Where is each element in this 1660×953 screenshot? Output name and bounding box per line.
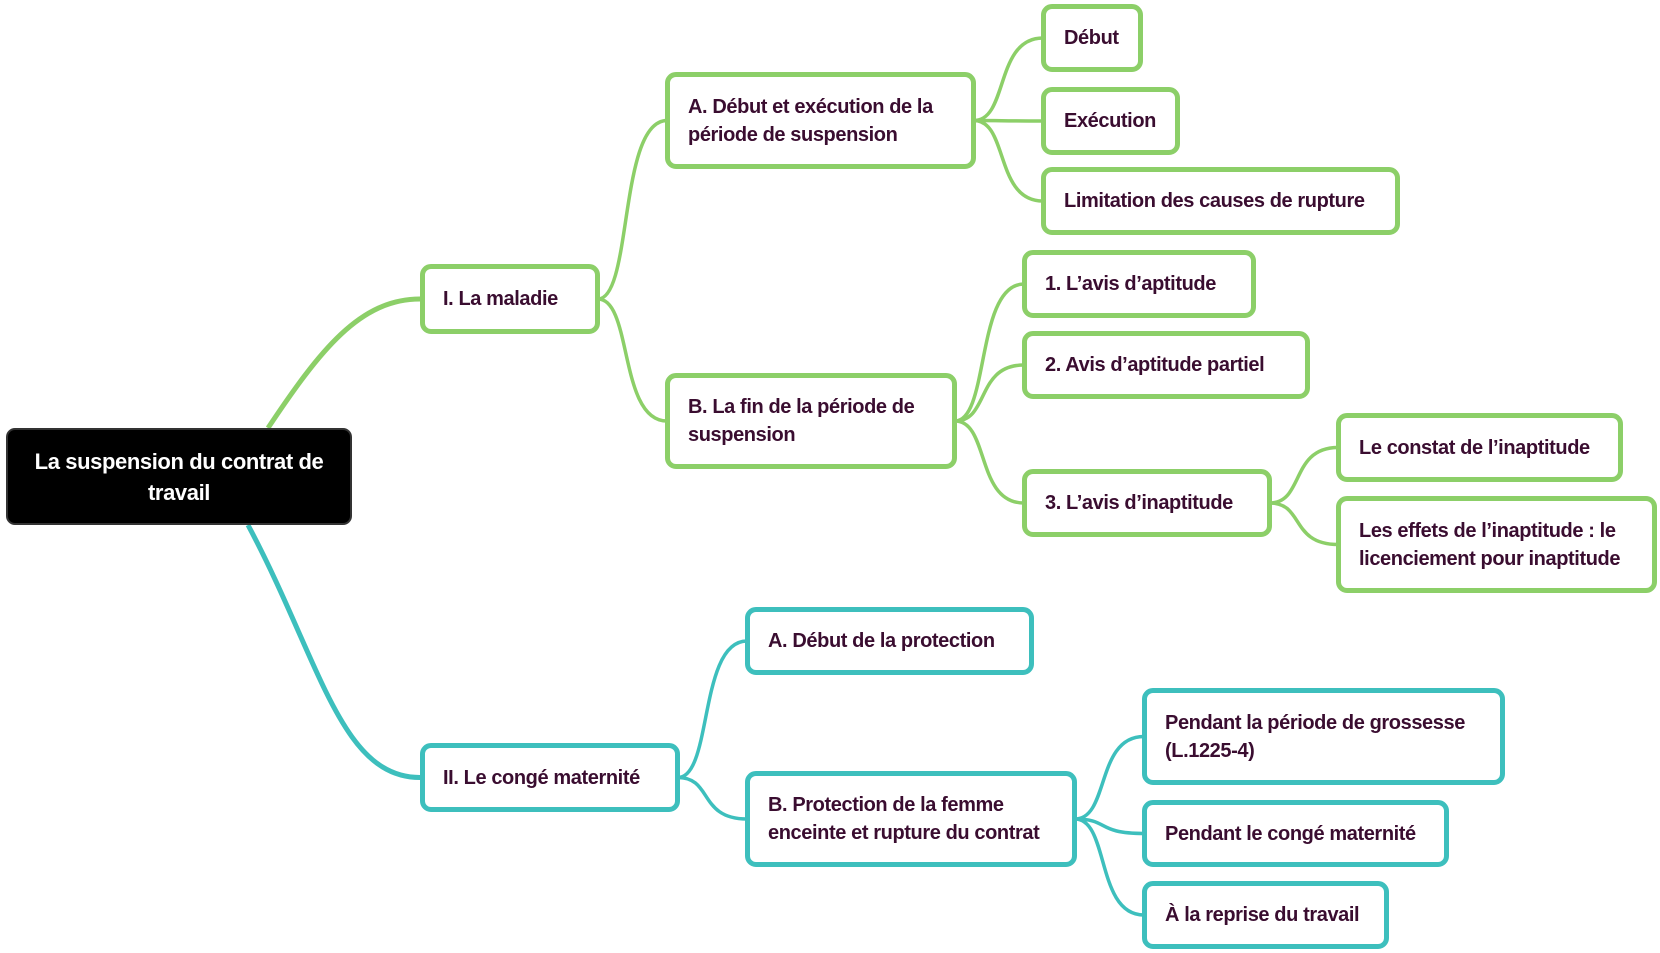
- connector-ia-ia1: [972, 36, 1045, 123]
- topic-fin-periode[interactable]: B. La fin de la période de suspension: [665, 373, 957, 469]
- topic-pendant-conge[interactable]: Pendant le congé maternité: [1142, 800, 1449, 867]
- connector-ii-iib: [676, 775, 749, 821]
- topic-debut[interactable]: Début: [1041, 4, 1143, 72]
- topic-effets-inaptitude[interactable]: Les effets de l’inaptitude : le licencie…: [1336, 496, 1657, 593]
- connector-i-ib: [596, 297, 669, 423]
- connector-i-ia: [596, 118, 669, 301]
- topic-la-maladie[interactable]: I. La maladie: [420, 264, 600, 334]
- topic-debut-protection[interactable]: A. Début de la protection: [745, 607, 1034, 675]
- connector-ib-ib2: [953, 363, 1026, 423]
- topic-avis-aptitude[interactable]: 1. L’avis d’aptitude: [1022, 250, 1256, 318]
- topic-protection-femme-enceinte[interactable]: B. Protection de la femme enceinte et ru…: [745, 771, 1077, 867]
- topic-reprise-travail[interactable]: À la reprise du travail: [1142, 881, 1389, 949]
- connector-ia-ia2: [972, 118, 1045, 123]
- connector-ib-ib3: [953, 419, 1026, 505]
- connector-iib-iib2: [1073, 817, 1146, 836]
- connector-iib-iib3: [1073, 817, 1146, 917]
- connector-iib-iib1: [1073, 734, 1146, 821]
- connector-ia-ia3: [972, 118, 1045, 203]
- connector-ib3-ib3a: [1268, 445, 1340, 505]
- topic-execution[interactable]: Exécution: [1041, 87, 1180, 155]
- connector-root-maladie: [265, 296, 421, 430]
- topic-debut-execution[interactable]: A. Début et exécution de la période de s…: [665, 72, 976, 169]
- topic-avis-inaptitude[interactable]: 3. L’avis d’inaptitude: [1022, 469, 1272, 537]
- connector-ii-iia: [676, 639, 749, 780]
- connector-root-maternite: [245, 523, 421, 780]
- topic-conge-maternite[interactable]: II. Le congé maternité: [420, 743, 680, 812]
- root-topic[interactable]: La suspension du contrat de travail: [6, 428, 352, 525]
- connector-ib-ib1: [953, 282, 1026, 423]
- topic-limitation-causes-rupture[interactable]: Limitation des causes de rupture: [1041, 167, 1400, 235]
- topic-constat-inaptitude[interactable]: Le constat de l’inaptitude: [1336, 413, 1623, 482]
- topic-avis-aptitude-partiel[interactable]: 2. Avis d’aptitude partiel: [1022, 331, 1310, 399]
- topic-periode-grossesse[interactable]: Pendant la période de grossesse (L.1225-…: [1142, 688, 1505, 785]
- connector-ib3-ib3b: [1268, 501, 1340, 547]
